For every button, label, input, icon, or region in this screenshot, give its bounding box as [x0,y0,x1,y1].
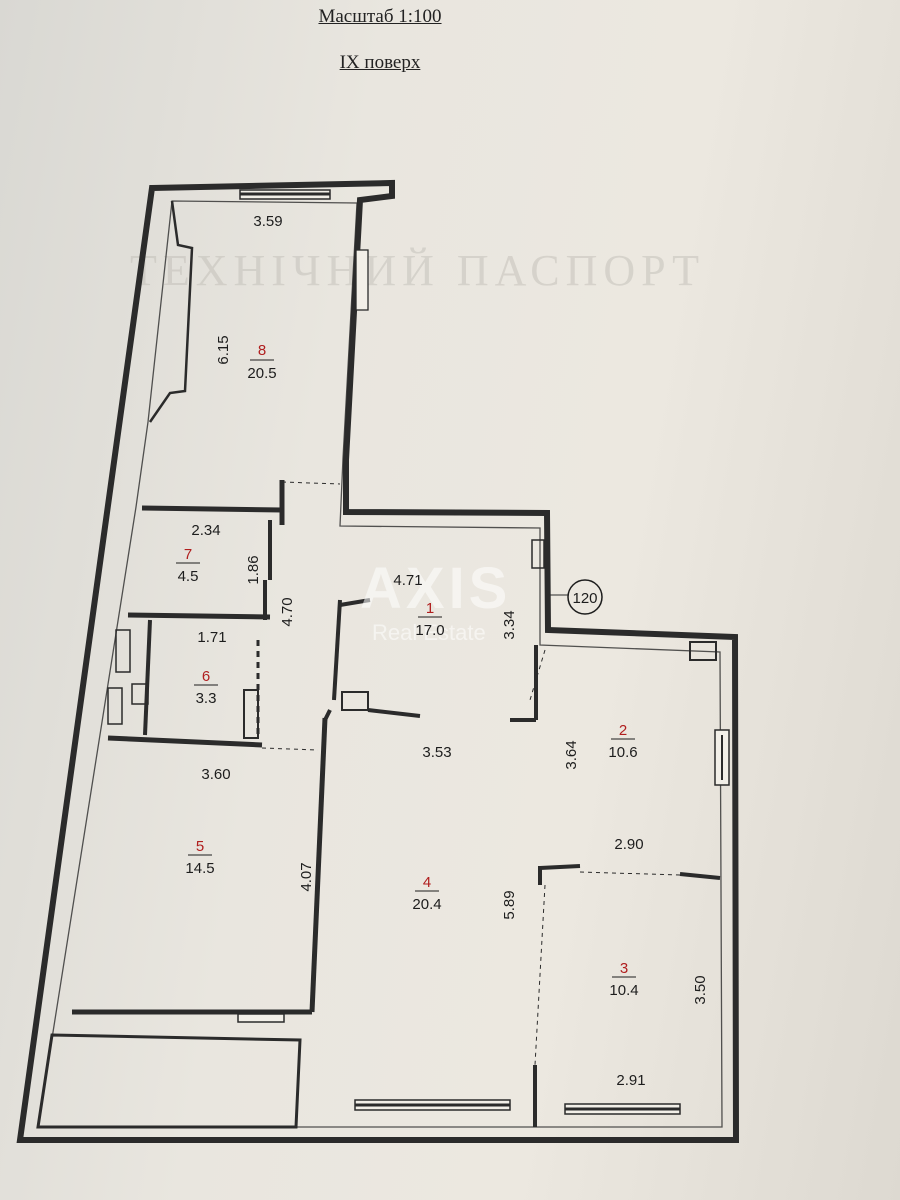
door-2-swing [529,649,546,701]
room-label-5: 5 14.5 [185,838,214,877]
dimension-label: 3.59 [253,213,282,230]
watermark-brand: AXIS [360,556,511,621]
window-room-8-side [355,249,369,311]
dimension-label: 4.07 [298,862,315,891]
room-label-3: 3 10.4 [609,960,638,999]
dimension-label: 2.34 [191,522,220,539]
hall-column [341,691,369,711]
dimension-label: 5.89 [501,890,518,919]
duct-6 [243,689,259,739]
dimension-label: 3.64 [563,740,580,769]
room-area: 14.5 [185,860,214,877]
wall-6-5 [107,735,263,748]
shaft-7 [115,629,131,673]
room-number: 3 [620,960,628,977]
dimension-label: 1.86 [245,555,262,584]
room-8-left-wall-jogs [148,200,194,423]
room-number: 2 [619,722,627,739]
wall-2-3-left [539,864,581,870]
room-area: 20.4 [412,896,441,913]
hall-partition-stub [367,708,421,718]
shaft-6b [131,683,149,705]
apartment-number: 120 [572,590,597,607]
column-2 [689,641,717,661]
dimension-label: 3.53 [422,744,451,761]
dimension-label: 3.50 [692,975,709,1004]
entry-niche [531,539,545,569]
door-3-threshold [579,871,681,876]
wall-8-7 [141,505,283,513]
room-number: 5 [196,838,204,855]
dimension-label: 2.91 [616,1072,645,1089]
balcony [36,1033,302,1129]
wall-2-3-right [679,872,721,880]
room-number: 6 [202,668,210,685]
wall-5-right [309,717,328,1013]
hall-partition-left [332,599,342,701]
zone-4-3-boundary [534,884,546,1066]
room-label-6: 6 3.3 [194,668,218,707]
room-area: 17.0 [415,622,444,639]
outer-wall-inner-line [37,200,723,1128]
room-number: 8 [258,342,266,359]
dimension-label: 4.70 [279,597,296,626]
dimension-label: 4.71 [393,572,422,589]
wall-7-6 [127,612,271,620]
hall-link [323,709,332,721]
room-number: 7 [184,546,192,563]
watermark-sub: Real Estate [372,620,486,645]
outer-wall [16,179,740,1143]
room-area: 3.3 [196,690,217,707]
background-title-text: ТЕХНІЧНИЙ ПАСПОРТ [130,246,705,295]
dimension-label: 1.71 [197,629,226,646]
scale-label: Масштаб 1:100 [318,6,442,27]
dimension-label: 2.90 [614,836,643,853]
room-label-2: 2 10.6 [608,722,637,761]
room-area: 10.6 [608,744,637,761]
room-label-1: 1 17.0 [415,600,444,639]
hall-partition-top [339,598,371,607]
dimension-label: 3.60 [201,766,230,783]
room-area: 10.4 [609,982,638,999]
dimension-label: 3.34 [501,610,518,639]
apartment-number-circle [567,579,603,615]
shaft-6 [107,687,123,725]
dimension-label: 6.15 [215,335,232,364]
wall-6-left [143,619,152,736]
room-area: 20.5 [247,365,276,382]
room-number: 4 [423,874,431,891]
room-area: 4.5 [178,568,199,585]
room-label-8: 8 20.5 [247,342,276,382]
door-5-threshold [261,747,319,751]
door-8-threshold [281,481,341,485]
floor-label: IX поверх [339,52,421,73]
room-label-7: 7 4.5 [176,546,200,585]
room-label-4: 4 20.4 [412,874,441,913]
room-number: 1 [426,600,434,617]
balcony-door [237,1013,285,1023]
